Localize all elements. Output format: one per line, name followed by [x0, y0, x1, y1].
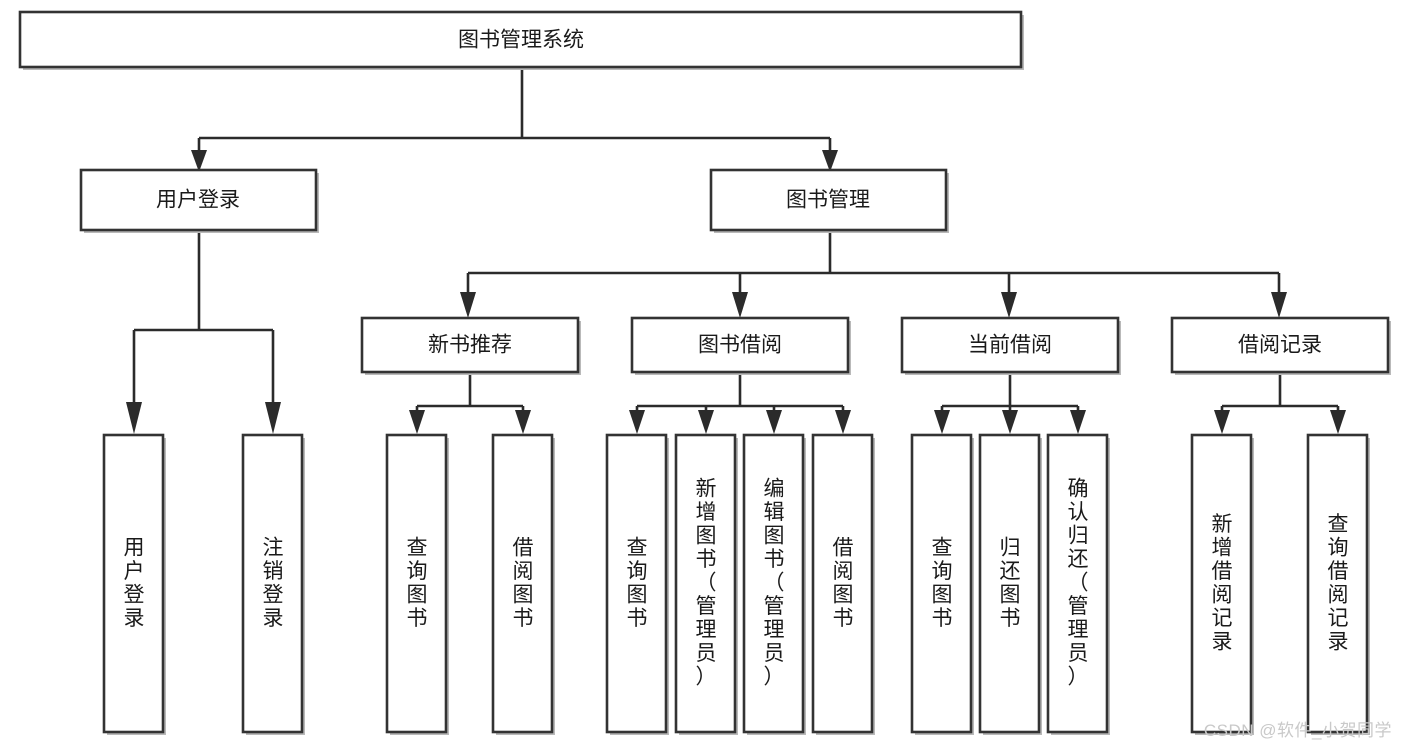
leaf-query-book-1-box[interactable] — [385, 433, 448, 734]
leaf-query-book-3[interactable]: 查询图书 — [910, 433, 974, 735]
leaf-borrow-book-2-label: 借阅图书 — [833, 536, 854, 630]
arrowhead-leaf-logout — [265, 402, 281, 434]
arrowhead-borrow-record — [1271, 292, 1287, 318]
leaf-add-record-label: 新增借阅记录 — [1212, 513, 1233, 654]
leaf-borrow-book-2[interactable]: 借阅图书 — [811, 433, 875, 735]
leaf-logout[interactable]: 注销登录 — [241, 433, 305, 735]
arrowhead-leaf-return-book — [1002, 410, 1018, 434]
arrowhead-book-borrow — [732, 292, 748, 318]
node-book-manage[interactable]: 图书管理 — [709, 168, 949, 233]
arrowhead-user-login — [191, 150, 207, 172]
leaf-confirm-return[interactable]: 确认归还（管理员） — [1046, 433, 1110, 735]
leaf-query-book-3-label: 查询图书 — [932, 536, 953, 630]
node-borrow-record-box[interactable] — [1170, 316, 1390, 374]
node-new-book-recommend-label: 新书推荐 — [428, 334, 512, 357]
leaf-add-book-box[interactable] — [674, 433, 737, 734]
leaf-edit-book-box[interactable] — [742, 433, 805, 734]
leaf-user-login-label: 用户登录 — [124, 536, 145, 630]
node-user-login-label: 用户登录 — [156, 189, 240, 212]
leaf-query-book-2-label: 查询图书 — [627, 536, 648, 630]
node-new-book-recommend[interactable]: 新书推荐 — [360, 316, 581, 375]
arrowhead-leaf-query-book-2 — [629, 410, 645, 434]
node-borrow-record[interactable]: 借阅记录 — [1170, 316, 1391, 375]
leaf-confirm-return-label: 确认归还（管理员） — [1068, 478, 1089, 689]
leaf-query-record-box[interactable] — [1306, 433, 1369, 734]
leaf-return-book[interactable]: 归还图书 — [978, 433, 1042, 735]
leaf-borrow-book-1-box[interactable] — [491, 433, 554, 734]
watermark-text: CSDN @软件_小贺同学 — [1203, 721, 1392, 740]
leaf-user-login[interactable]: 用户登录 — [102, 433, 166, 735]
connector-layer — [126, 70, 1346, 434]
leaf-query-book-3-box[interactable] — [910, 433, 973, 734]
leaf-borrow-book-2-box[interactable] — [811, 433, 874, 734]
node-root[interactable]: 图书管理系统 — [18, 10, 1024, 70]
node-book-borrow[interactable]: 图书借阅 — [630, 316, 851, 375]
leaf-edit-book-label: 编辑图书（管理员） — [764, 478, 785, 689]
arrowhead-leaf-edit-book — [766, 410, 782, 434]
leaf-confirm-return-box[interactable] — [1046, 433, 1109, 734]
leaf-logout-label: 注销登录 — [263, 536, 284, 630]
leaf-add-record[interactable]: 新增借阅记录 — [1190, 433, 1254, 735]
arrowhead-leaf-borrow-book-2 — [835, 410, 851, 434]
leaf-return-book-label: 归还图书 — [1000, 536, 1021, 630]
leaf-query-book-1[interactable]: 查询图书 — [385, 433, 449, 735]
node-root-box[interactable] — [18, 10, 1023, 69]
node-book-manage-box[interactable] — [709, 168, 948, 232]
node-current-borrow[interactable]: 当前借阅 — [900, 316, 1121, 375]
leaf-logout-box[interactable] — [241, 433, 304, 734]
node-new-book-recommend-box[interactable] — [360, 316, 580, 374]
node-book-borrow-box[interactable] — [630, 316, 850, 374]
arrowhead-leaf-query-book-3 — [934, 410, 950, 434]
leaf-query-book-2-box[interactable] — [605, 433, 668, 734]
leaf-user-login-box[interactable] — [102, 433, 165, 734]
leaf-add-book-label: 新增图书（管理员） — [696, 478, 717, 689]
node-current-borrow-label: 当前借阅 — [968, 334, 1052, 357]
leaf-query-record-label: 查询借阅记录 — [1328, 513, 1349, 654]
leaf-query-book-2[interactable]: 查询图书 — [605, 433, 669, 735]
arrowhead-leaf-add-record — [1214, 410, 1230, 434]
node-root-label: 图书管理系统 — [458, 29, 584, 52]
leaf-edit-book[interactable]: 编辑图书（管理员） — [742, 433, 806, 735]
leaf-borrow-book-1-label: 借阅图书 — [513, 536, 534, 630]
node-user-login-box[interactable] — [79, 168, 318, 232]
leaf-query-book-1-label: 查询图书 — [407, 536, 428, 630]
node-borrow-record-label: 借阅记录 — [1238, 334, 1322, 357]
leaf-add-book[interactable]: 新增图书（管理员） — [674, 433, 738, 735]
node-book-borrow-label: 图书借阅 — [698, 334, 782, 357]
arrowhead-current-borrow — [1001, 292, 1017, 318]
leaf-borrow-book-1[interactable]: 借阅图书 — [491, 433, 555, 735]
arrowhead-leaf-query-record — [1330, 410, 1346, 434]
node-book-manage-label: 图书管理 — [786, 189, 870, 212]
arrowhead-leaf-add-book — [698, 410, 714, 434]
leaf-query-record[interactable]: 查询借阅记录 — [1306, 433, 1370, 735]
node-current-borrow-box[interactable] — [900, 316, 1120, 374]
leaf-add-record-box[interactable] — [1190, 433, 1253, 734]
leaf-return-book-box[interactable] — [978, 433, 1041, 734]
arrowhead-leaf-borrow-book-1 — [515, 410, 531, 434]
arrowhead-leaf-query-book-1 — [409, 410, 425, 434]
arrowhead-book-manage — [822, 150, 838, 172]
arrowhead-leaf-confirm-return — [1070, 410, 1086, 434]
node-user-login[interactable]: 用户登录 — [79, 168, 319, 233]
arrowhead-leaf-user-login — [126, 402, 142, 434]
arrowhead-new-book-recommend — [460, 292, 476, 318]
